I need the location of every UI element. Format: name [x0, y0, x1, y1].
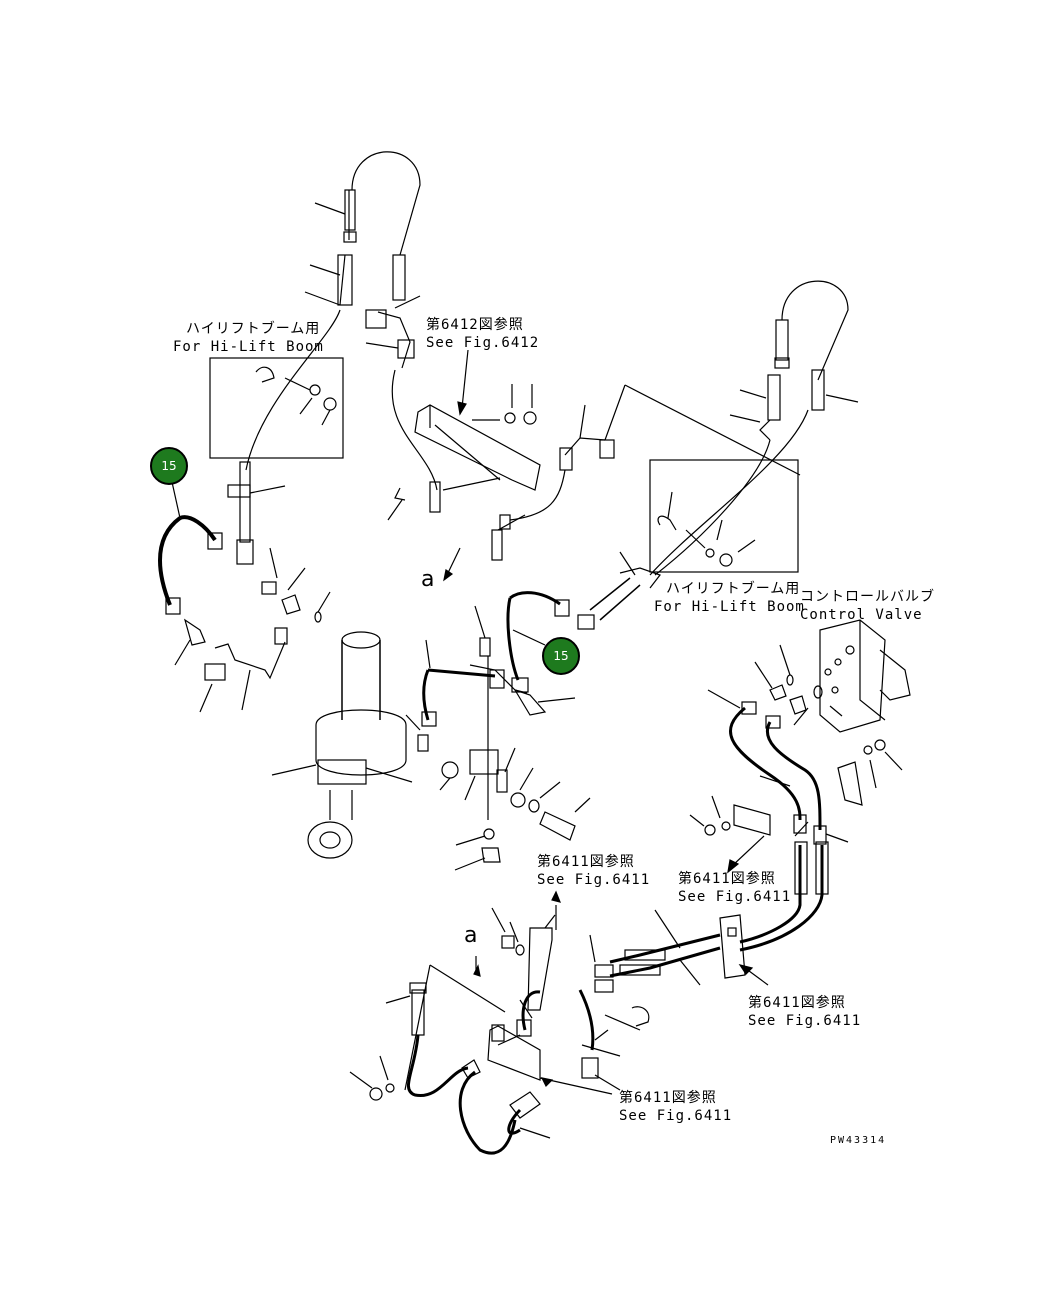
center-pipes	[405, 514, 591, 871]
hilift-right-label-jp: ハイリフトブーム用	[666, 581, 801, 597]
fig6412-label-jp: 第6412図参照	[426, 317, 524, 333]
control-valve-label-jp: コントロールバルブ	[800, 589, 935, 605]
upper-right-hose-loop	[434, 280, 859, 630]
lower-hoses	[589, 841, 829, 993]
callout-15-left[interactable]: 15	[150, 447, 188, 485]
drawing-number: PW43314	[830, 1135, 887, 1146]
hilift-left-label-en: For Hi-Lift Boom	[173, 339, 324, 355]
fig6411-c-label-en[interactable]: See Fig.6411	[748, 1013, 862, 1029]
fig6411-d-label-jp: 第6411図参照	[619, 1090, 717, 1106]
left-hose-assembly	[158, 461, 331, 713]
control-valve	[689, 619, 911, 874]
fig6411-a-label-jp: 第6411図参照	[537, 854, 635, 870]
left-hilift-inset	[209, 357, 344, 459]
hilift-left-label-jp: ハイリフトブーム用	[186, 321, 321, 337]
callout-leader-right	[512, 629, 546, 646]
hilift-right-label-en: For Hi-Lift Boom	[654, 599, 805, 615]
fig6411-b-label-jp: 第6411図参照	[678, 871, 776, 887]
lower-left-assembly	[349, 890, 650, 1155]
fig6411-c-label-jp: 第6411図参照	[748, 995, 846, 1011]
fig6411-a-label-en[interactable]: See Fig.6411	[537, 872, 651, 888]
callout-15-right[interactable]: 15	[542, 637, 580, 675]
control-valve-label-en: Control Valve	[800, 607, 923, 623]
fig6412-label-en[interactable]: See Fig.6412	[426, 335, 540, 351]
upper-left-hose-loop	[245, 151, 501, 521]
reference-mark-a: a	[421, 567, 436, 592]
fig6411-d-label-en[interactable]: See Fig.6411	[619, 1108, 733, 1124]
boom-cylinder	[271, 631, 413, 859]
bracket-6412	[414, 349, 541, 582]
callout-leader-left	[171, 481, 181, 519]
reference-mark-a-prime: a	[464, 923, 479, 948]
fig6411-b-label-en[interactable]: See Fig.6411	[678, 889, 792, 905]
